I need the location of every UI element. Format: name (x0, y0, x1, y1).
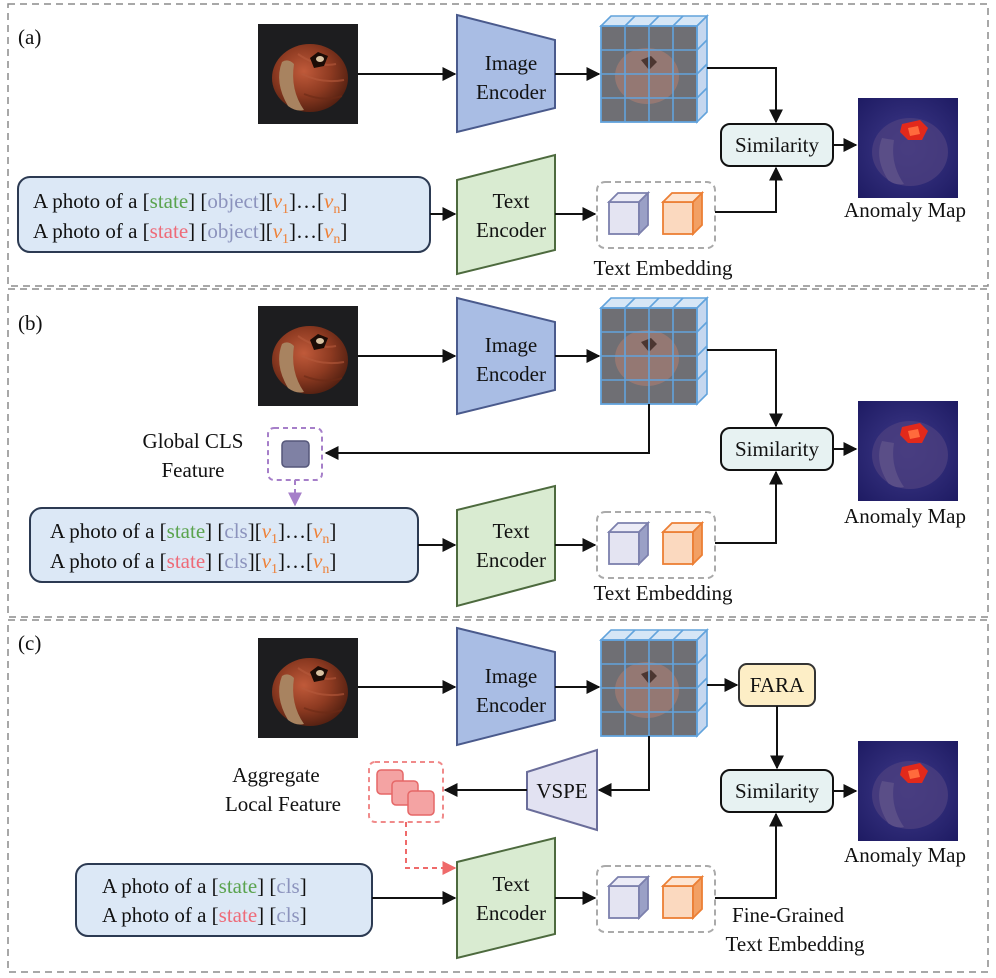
svg-text:A photo of a [state] [cls]: A photo of a [state] [cls] (102, 903, 307, 927)
svg-text:A photo of a [state] [object][: A photo of a [state] [object][v1]…[vn] (33, 189, 347, 217)
svg-text:Text: Text (492, 872, 529, 896)
panel-frame-c (7, 619, 989, 973)
cls-feature-icon (281, 440, 310, 468)
panel-frame-b (7, 288, 989, 618)
svg-text:Encoder: Encoder (476, 80, 546, 104)
anomaly-map-image (858, 401, 958, 501)
hazelnut-image (257, 23, 359, 125)
svg-text:Text Embedding: Text Embedding (593, 256, 733, 280)
svg-text:Similarity: Similarity (735, 779, 820, 803)
panel-tag-a: (a) (18, 25, 41, 49)
hazelnut-image (257, 637, 359, 739)
svg-text:A photo of a [state] [object][: A photo of a [state] [object][v1]…[vn] (33, 219, 347, 247)
prompt-box-c (75, 863, 373, 937)
svg-text:A photo of a [state] [cls][v1]: A photo of a [state] [cls][v1]…[vn] (50, 519, 336, 547)
svg-text:Similarity: Similarity (735, 437, 820, 461)
text-encoder-b (456, 484, 556, 608)
svg-text:Image: Image (485, 333, 537, 357)
embedding-cube-icon (596, 511, 716, 579)
svg-text:Encoder: Encoder (476, 218, 546, 242)
text-encoder-c (456, 836, 556, 960)
svg-text:A photo of a [state] [cls]: A photo of a [state] [cls] (102, 874, 307, 898)
image-encoder-c (456, 626, 556, 747)
svg-text:Anomaly Map: Anomaly Map (844, 843, 966, 867)
panel-a: (a) Image Encoder Similarity Anomaly Map… (17, 13, 966, 280)
local-feature-icon (376, 769, 435, 816)
embedding-cube-icon (596, 181, 716, 249)
panel-frame-a (7, 3, 989, 287)
embedding-cube-icon (596, 865, 716, 933)
svg-text:Image: Image (485, 664, 537, 688)
svg-text:Encoder: Encoder (476, 901, 546, 925)
local-feature-frame (368, 761, 444, 823)
svg-text:Encoder: Encoder (476, 362, 546, 386)
svg-text:Anomaly Map: Anomaly Map (844, 198, 966, 222)
panel-tag-b: (b) (18, 311, 43, 335)
svg-text:Feature: Feature (162, 458, 225, 482)
svg-text:Aggregate: Aggregate (232, 763, 319, 787)
svg-text:Fine-Grained: Fine-Grained (732, 903, 844, 927)
feature-grid-icon (600, 15, 708, 123)
svg-text:Text Embedding: Text Embedding (725, 932, 865, 956)
feature-grid-icon (600, 297, 708, 405)
svg-text:VSPE: VSPE (536, 779, 587, 803)
svg-text:A photo of a [state] [cls][v1]: A photo of a [state] [cls][v1]…[vn] (50, 549, 336, 577)
feature-grid-icon (600, 629, 708, 737)
anomaly-map-image (858, 741, 958, 841)
panel-tag-c: (c) (18, 631, 41, 655)
vspe-block (526, 748, 598, 832)
svg-text:Anomaly Map: Anomaly Map (844, 504, 966, 528)
svg-text:Local Feature: Local Feature (225, 792, 341, 816)
svg-text:Encoder: Encoder (476, 548, 546, 572)
image-encoder-a (456, 13, 556, 134)
text-encoder-a (456, 153, 556, 276)
svg-text:FARA: FARA (750, 673, 805, 697)
svg-text:Text: Text (492, 519, 529, 543)
svg-text:Image: Image (485, 51, 537, 75)
image-encoder-b (456, 296, 556, 416)
panel-b: (b) Image Encoder Similarity Anomaly Map… (18, 296, 966, 608)
svg-text:Text: Text (492, 189, 529, 213)
hazelnut-image (257, 305, 359, 407)
anomaly-map-image (858, 98, 958, 198)
svg-text:Text Embedding: Text Embedding (593, 581, 733, 605)
svg-text:Encoder: Encoder (476, 693, 546, 717)
svg-text:Similarity: Similarity (735, 133, 820, 157)
svg-text:Global CLS: Global CLS (143, 429, 244, 453)
panel-c: (c) Image Encoder FARA Similarity Anomal… (18, 626, 966, 960)
